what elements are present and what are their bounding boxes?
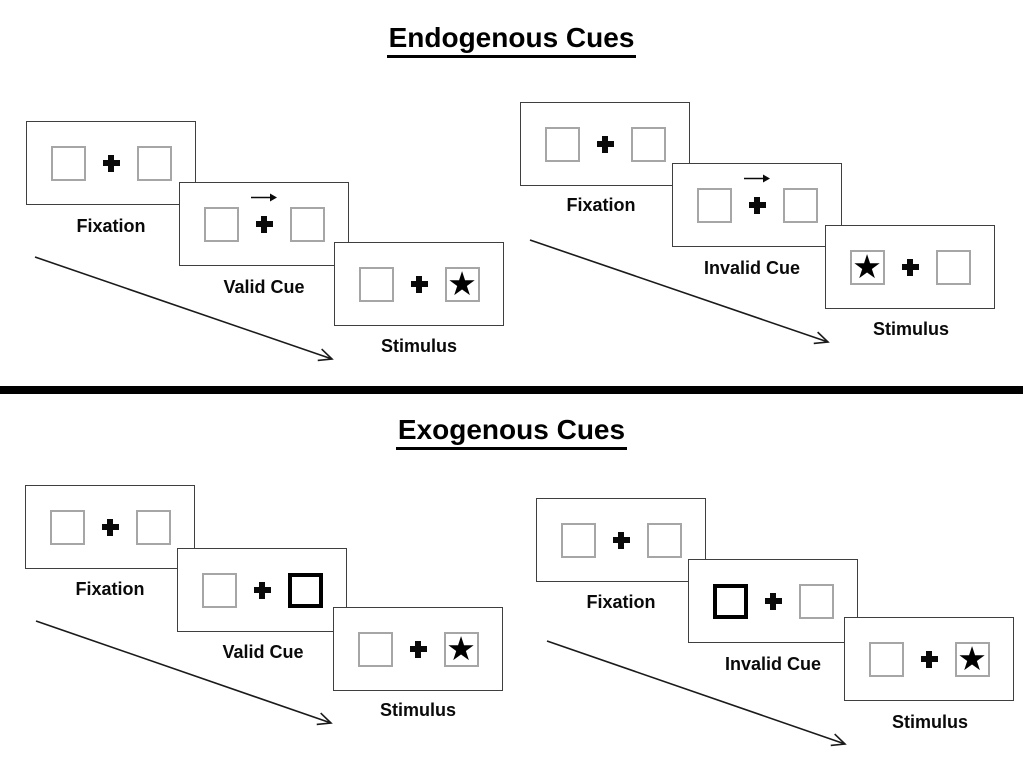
- cue-arrow-icon: [744, 174, 770, 183]
- fixation-cross-icon: [101, 518, 119, 536]
- placeholder-box-left: [560, 522, 596, 558]
- placeholder-box-left: [201, 572, 237, 608]
- placeholder-box-left: [49, 509, 85, 545]
- fixation-cross-icon: [409, 640, 427, 658]
- placeholder-box-left: [50, 145, 86, 181]
- placeholder-box-left: [544, 126, 580, 162]
- time-arrow-endogenous-invalid: [529, 239, 830, 345]
- panel-label-stimulus: Stimulus: [872, 319, 949, 339]
- target-box-right: ★: [443, 628, 479, 668]
- target-box-right: ★: [444, 263, 480, 303]
- placeholder-box-right: [782, 187, 818, 223]
- panel-label-fixation: Fixation: [75, 579, 145, 599]
- placeholder-box-right: [646, 522, 682, 558]
- fixation-cross-icon: [255, 215, 273, 233]
- cue-highlight-box-left: [712, 583, 748, 619]
- placeholder-box-right: [136, 145, 172, 181]
- target-box-left: ★: [849, 246, 885, 286]
- placeholder-box-left: [203, 206, 239, 242]
- panel-label-invalid-cue: Invalid Cue: [703, 258, 801, 278]
- cue-screen-panel: [177, 548, 347, 632]
- time-arrow-exogenous-valid: [35, 620, 333, 726]
- fixation-cross-icon: [596, 135, 614, 153]
- fixation-cross-icon: [901, 258, 919, 276]
- section-divider: [0, 386, 1023, 394]
- target-star-icon: ★: [852, 246, 882, 286]
- placeholder-box-left: [696, 187, 732, 223]
- target-star-icon: ★: [447, 263, 477, 303]
- fixation-screen-panel: [520, 102, 690, 186]
- fixation-cross-icon: [253, 581, 271, 599]
- fixation-cross-icon: [612, 531, 630, 549]
- fixation-screen-panel: [25, 485, 195, 569]
- fixation-cross-icon: [410, 275, 428, 293]
- panel-label-stimulus: Stimulus: [380, 336, 457, 356]
- placeholder-box-right: [935, 249, 971, 285]
- target-star-icon: ★: [446, 628, 476, 668]
- placeholder-box-left: [357, 631, 393, 667]
- stimulus-screen-panel: ★: [825, 225, 995, 309]
- stimulus-screen-panel: ★: [333, 607, 503, 691]
- cue-screen-panel: [688, 559, 858, 643]
- panel-label-fixation: Fixation: [566, 195, 636, 215]
- fixation-screen-panel: [26, 121, 196, 205]
- section-title-exogenous: Exogenous Cues: [0, 414, 1023, 450]
- stimulus-screen-panel: ★: [844, 617, 1014, 701]
- cue-screen-panel: [179, 182, 349, 266]
- stimulus-screen-panel: ★: [334, 242, 504, 326]
- panel-label-stimulus: Stimulus: [891, 712, 968, 732]
- target-box-right: ★: [954, 638, 990, 678]
- fixation-cross-icon: [102, 154, 120, 172]
- cue-screen-panel: [672, 163, 842, 247]
- fixation-cross-icon: [920, 650, 938, 668]
- placeholder-box-left: [868, 641, 904, 677]
- placeholder-box-right: [289, 206, 325, 242]
- section-title-endogenous: Endogenous Cues: [0, 22, 1023, 58]
- fixation-cross-icon: [748, 196, 766, 214]
- panel-label-valid-cue: Valid Cue: [222, 642, 304, 662]
- target-star-icon: ★: [957, 638, 987, 678]
- placeholder-box-left: [358, 266, 394, 302]
- placeholder-box-right: [135, 509, 171, 545]
- section-title-exogenous-text: Exogenous Cues: [395, 414, 628, 450]
- fixation-screen-panel: [536, 498, 706, 582]
- section-title-endogenous-text: Endogenous Cues: [386, 22, 637, 58]
- cue-highlight-box-right: [287, 572, 323, 608]
- panel-label-stimulus: Stimulus: [379, 700, 456, 720]
- panel-label-invalid-cue: Invalid Cue: [724, 654, 822, 674]
- panel-label-fixation: Fixation: [76, 216, 146, 236]
- cue-arrow-icon: [251, 193, 277, 202]
- placeholder-box-right: [630, 126, 666, 162]
- panel-label-fixation: Fixation: [586, 592, 656, 612]
- time-arrow-endogenous-valid: [34, 256, 334, 362]
- placeholder-box-right: [798, 583, 834, 619]
- panel-label-valid-cue: Valid Cue: [223, 277, 305, 297]
- fixation-cross-icon: [764, 592, 782, 610]
